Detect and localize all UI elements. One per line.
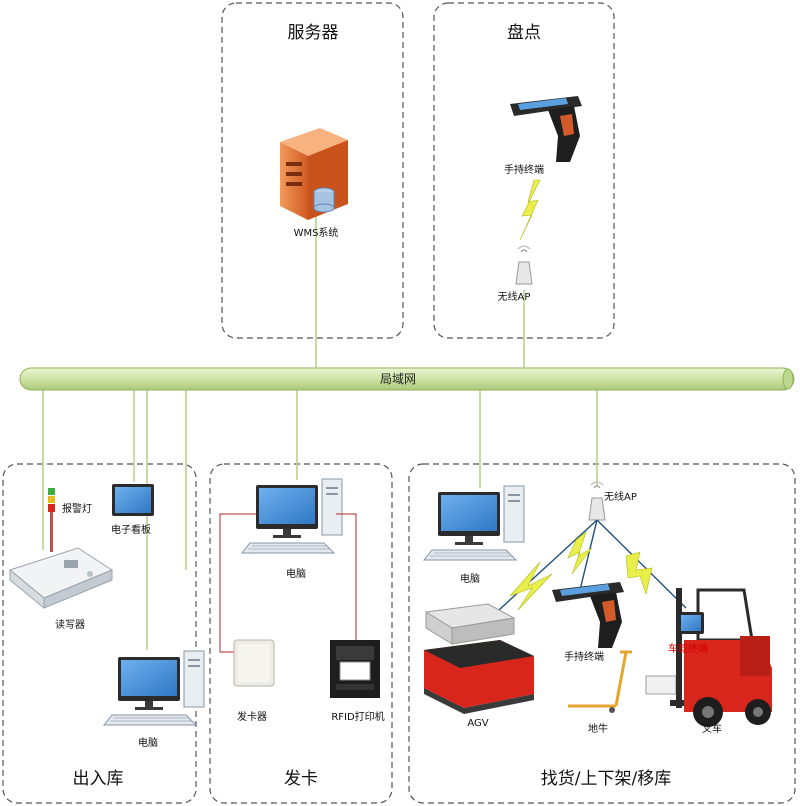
signal-agv-icon [509, 561, 553, 611]
panel-inventory [433, 2, 615, 339]
cable-printer [336, 513, 357, 640]
signal-forklift-icon [625, 551, 653, 596]
wire-to-handheld [579, 519, 598, 591]
electronic-board-icon [112, 484, 154, 516]
card-title: 发卡 [284, 769, 318, 789]
panel-inout [2, 463, 197, 804]
agv-icon [424, 603, 534, 714]
pc-find-icon [423, 485, 525, 561]
forklift-icon [645, 588, 772, 727]
wire-to-forklift [596, 519, 687, 609]
eboard-label: 电子看板 [111, 523, 151, 536]
card-issuer-icon [233, 639, 275, 687]
signal-handheld-icon [567, 531, 593, 575]
inventory-title: 盘点 [507, 23, 541, 43]
ap-top-label: 无线AP [498, 290, 531, 303]
handheld-terminal-icon [510, 96, 582, 162]
card-issuer-label: 发卡器 [237, 710, 267, 723]
forklift-label: 叉车 [702, 722, 722, 735]
inout-title: 出入库 [73, 769, 124, 789]
vehicle-terminal-label: 车载终端 [668, 642, 708, 655]
panel-server [221, 2, 404, 339]
pc-card-label: 电脑 [286, 567, 306, 580]
pc-card-icon [241, 478, 343, 554]
pallet-truck-label: 地牛 [588, 722, 608, 735]
find-title: 找货/上下架/移库 [541, 769, 671, 789]
printer-label: RFID打印机 [331, 710, 384, 723]
pc-find-label: 电脑 [460, 572, 480, 585]
pc-inout-label: 电脑 [138, 736, 158, 749]
wireless-signal-icon [519, 179, 541, 241]
wireless-ap-icon [515, 245, 533, 285]
panel-find [408, 463, 796, 804]
pc-inout-icon [103, 650, 205, 726]
handheld-top-label: 手持终端 [504, 163, 544, 176]
wms-label: WMS系统 [294, 226, 339, 239]
pallet-truck-icon [568, 650, 632, 713]
handheld-find-label: 手持终端 [564, 650, 604, 663]
agv-label: AGV [467, 718, 488, 729]
ap-find-label: 无线AP [604, 490, 637, 503]
lan-label: 局域网 [380, 372, 416, 386]
server-icon [280, 128, 348, 220]
alarm-label: 报警灯 [62, 502, 92, 515]
lan-bar [19, 367, 795, 391]
alarm-light-icon [48, 488, 55, 552]
wireless-ap-find-icon [588, 481, 606, 521]
handheld-find-icon [552, 582, 624, 648]
rfid-reader-icon [8, 547, 114, 610]
panel-card [209, 463, 393, 804]
reader-label: 读写器 [55, 618, 85, 631]
cable-card-issuer [219, 513, 256, 653]
server-title: 服务器 [288, 23, 339, 43]
rfid-printer-icon [330, 640, 380, 698]
